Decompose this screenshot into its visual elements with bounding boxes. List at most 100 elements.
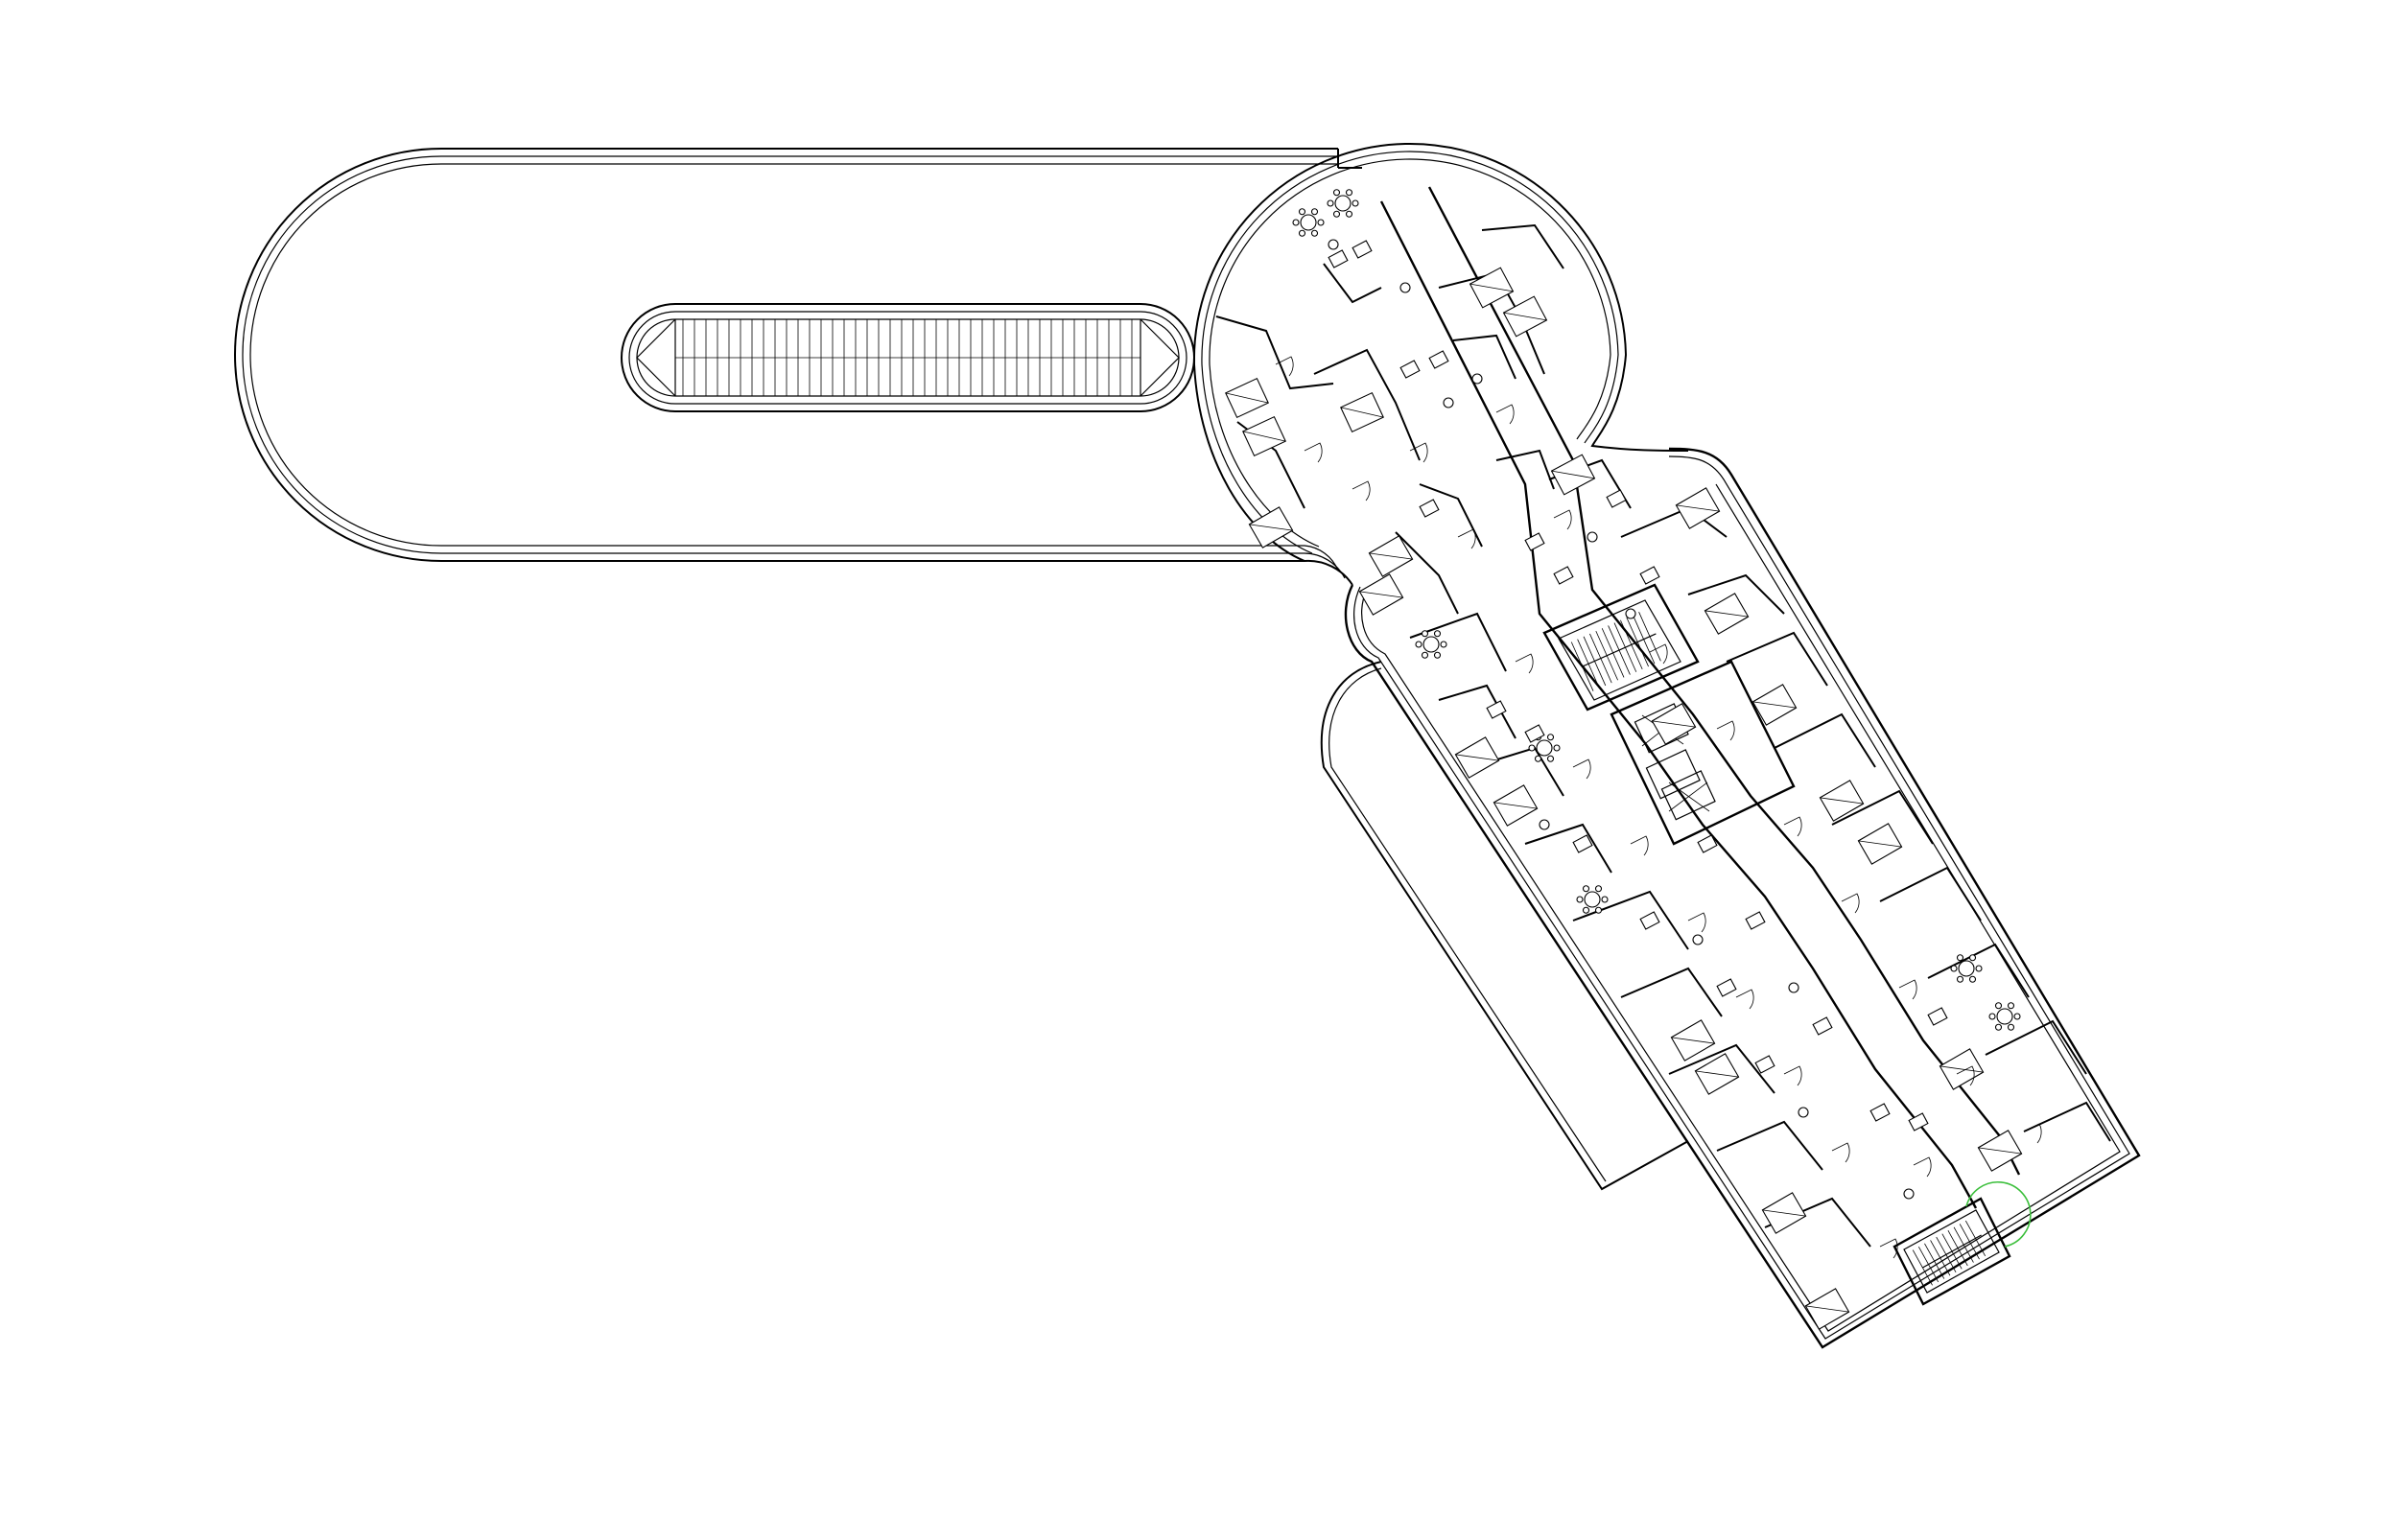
chair — [1582, 906, 1590, 914]
door-swing — [1783, 1065, 1802, 1086]
door-swing — [1553, 509, 1572, 530]
chair — [1594, 885, 1603, 893]
door-swing — [1831, 1142, 1850, 1163]
door-swing — [1716, 720, 1735, 741]
elevator-core — [1610, 660, 1796, 846]
chair — [1332, 210, 1341, 218]
bed-cover-line — [1242, 431, 1286, 442]
chair — [1546, 734, 1555, 741]
fixture-box — [1428, 350, 1449, 369]
fixture-round — [1625, 608, 1636, 619]
chair — [1298, 229, 1306, 237]
chair — [1956, 975, 1964, 983]
corridor — [1379, 186, 2021, 1209]
door-swing — [1495, 404, 1515, 425]
chair — [1292, 219, 1300, 226]
bed-cover-line — [1249, 524, 1293, 531]
door-swing — [1352, 480, 1371, 502]
door-swing — [1841, 893, 1860, 914]
fixture-box — [1716, 978, 1737, 997]
bed-cover-line — [1676, 504, 1720, 512]
round-table — [1584, 891, 1601, 908]
chair — [1988, 1013, 1996, 1020]
round-table — [1300, 214, 1317, 231]
bed-cover-line — [1704, 610, 1749, 618]
chair — [1327, 199, 1334, 207]
stair-treads — [1912, 1220, 1987, 1286]
round-table — [1536, 739, 1553, 757]
chair — [1956, 954, 1964, 962]
fixture-box — [1328, 249, 1349, 268]
door-swing — [1275, 356, 1294, 377]
bed-cover-line — [1652, 720, 1696, 728]
fixture-box — [1419, 499, 1440, 518]
stair-landing-line — [1582, 633, 1657, 667]
chair — [1352, 199, 1359, 207]
fixture-box — [1754, 1055, 1775, 1074]
fixture-box — [1639, 911, 1660, 930]
fixture-box — [1927, 1007, 1948, 1026]
bed-cover-line — [1978, 1147, 2022, 1155]
chair — [2007, 1002, 2015, 1010]
fixture-round — [1328, 239, 1339, 250]
bed-cover-line — [1469, 283, 1514, 292]
chair — [1433, 651, 1442, 659]
bed-cover-line — [1858, 840, 1902, 848]
ramp-wing — [1320, 661, 1689, 1191]
bed-cover-line — [1551, 470, 1595, 479]
chair — [1310, 208, 1319, 216]
bed-cover-line — [1493, 802, 1538, 809]
chair — [1421, 630, 1429, 638]
chair — [1534, 755, 1542, 762]
chair — [1594, 906, 1603, 914]
door-swing — [1457, 528, 1476, 549]
fixture-round — [1399, 282, 1411, 293]
bed-cover-line — [1805, 1305, 1849, 1313]
chair — [1317, 219, 1325, 226]
fixture-box — [1812, 1016, 1833, 1036]
door-swing — [1515, 653, 1534, 674]
round-table — [1334, 195, 1352, 212]
fixture-round — [1539, 819, 1550, 830]
door-swing — [1649, 643, 1668, 665]
chair — [1298, 208, 1306, 216]
chair — [2007, 1023, 2015, 1031]
door-swing — [1409, 442, 1428, 463]
fixture-box — [1869, 1103, 1891, 1122]
fixture-round — [1692, 934, 1704, 945]
chair — [1415, 641, 1422, 648]
bed-cover-line — [1369, 552, 1413, 560]
chair — [1440, 641, 1447, 648]
chair — [1968, 975, 1977, 983]
fixture-round — [1798, 1107, 1809, 1118]
door-swing-highlight — [1965, 1180, 2032, 1248]
fixture-box — [1606, 489, 1627, 508]
chair — [1421, 651, 1429, 659]
chair — [1332, 189, 1341, 197]
fixture-box — [1697, 834, 1718, 853]
fixture-box — [1524, 724, 1545, 743]
door-swing — [1687, 912, 1706, 933]
door-swing — [1879, 1238, 1898, 1259]
chair — [1310, 229, 1319, 237]
fixture-box — [1639, 566, 1660, 585]
fixture-box — [1908, 1112, 1929, 1132]
door-swing — [1913, 1156, 1932, 1178]
chair — [1546, 755, 1555, 762]
fixture-round — [1587, 531, 1598, 543]
chair — [2013, 1013, 2021, 1020]
stair-landing-line — [1922, 1234, 1982, 1269]
fixture-box — [1572, 834, 1593, 853]
slab-floor — [1344, 447, 2141, 1349]
bed-cover-line — [1359, 591, 1403, 598]
chair — [1345, 210, 1353, 218]
chair — [1994, 1023, 2003, 1031]
chair — [1553, 744, 1561, 752]
chair — [1950, 965, 1958, 972]
fixture-box — [1553, 566, 1574, 585]
bed-cover-line — [1503, 312, 1547, 321]
round-table — [1422, 636, 1440, 653]
bed-cover-line — [1940, 1065, 1984, 1073]
stair-treads — [1570, 612, 1661, 691]
